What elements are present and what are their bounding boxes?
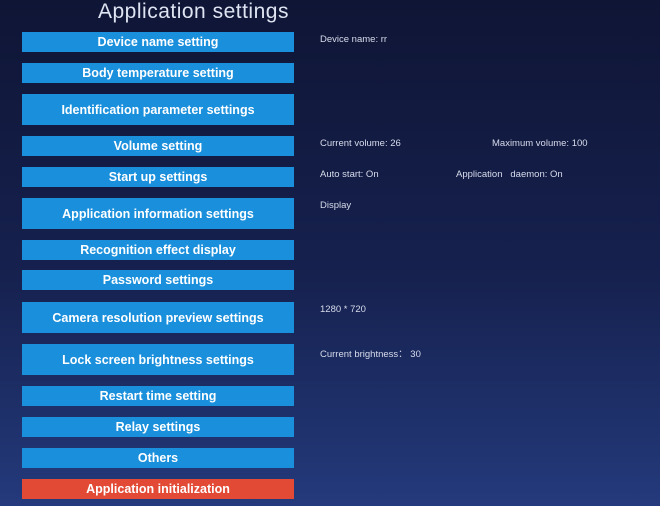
- others-button[interactable]: Others: [22, 448, 294, 468]
- maximum-volume-value: Maximum volume: 100: [492, 138, 588, 149]
- recognition-effect-display-button[interactable]: Recognition effect display: [22, 240, 294, 260]
- application-initialization-button[interactable]: Application initialization: [22, 479, 294, 499]
- application-information-settings-button[interactable]: Application information settings: [22, 198, 294, 229]
- relay-settings-button[interactable]: Relay settings: [22, 417, 294, 437]
- password-settings-button[interactable]: Password settings: [22, 270, 294, 290]
- camera-resolution-value: 1280 * 720: [320, 304, 366, 315]
- start-up-settings-button[interactable]: Start up settings: [22, 167, 294, 187]
- lock-screen-brightness-settings-button[interactable]: Lock screen brightness settings: [22, 344, 294, 375]
- identification-parameter-settings-button[interactable]: Identification parameter settings: [22, 94, 294, 125]
- current-volume-value: Current volume: 26: [320, 138, 401, 149]
- display-value: Display: [320, 200, 352, 211]
- volume-setting-button[interactable]: Volume setting: [22, 136, 294, 156]
- current-brightness-value: Current brightness： 30: [320, 349, 421, 360]
- body-temperature-setting-button[interactable]: Body temperature setting: [22, 63, 294, 83]
- device-name-value: Device name: rr: [320, 34, 388, 45]
- application-daemon-value: Application daemon: On: [456, 169, 563, 180]
- device-name-setting-button[interactable]: Device name setting: [22, 32, 294, 52]
- restart-time-setting-button[interactable]: Restart time setting: [22, 386, 294, 406]
- camera-resolution-preview-settings-button[interactable]: Camera resolution preview settings: [22, 302, 294, 333]
- page-title: Application settings: [98, 0, 289, 23]
- auto-start-value: Auto start: On: [320, 169, 379, 180]
